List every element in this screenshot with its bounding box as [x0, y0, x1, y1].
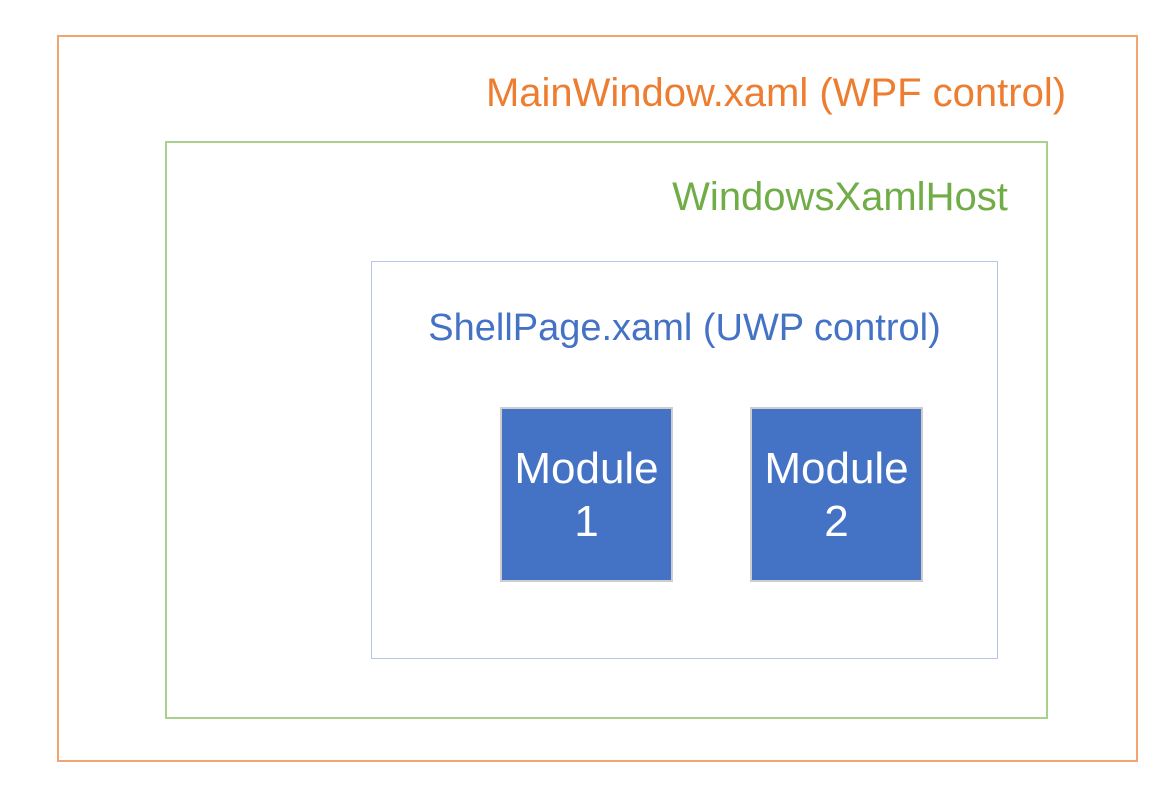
shellpage-uwp-box: ShellPage.xaml (UWP control) Module 1 Mo…	[371, 261, 998, 659]
mainwindow-wpf-box: MainWindow.xaml (WPF control) WindowsXam…	[57, 35, 1138, 762]
mainwindow-wpf-label: MainWindow.xaml (WPF control)	[485, 71, 1067, 115]
windowsxamlhost-box: WindowsXamlHost ShellPage.xaml (UWP cont…	[165, 141, 1048, 719]
module-2-number: 2	[824, 496, 849, 546]
module-1-box: Module 1	[500, 407, 673, 582]
module-1-label: Module	[514, 443, 659, 493]
module-1-number: 1	[574, 496, 599, 546]
shellpage-uwp-label: ShellPage.xaml (UWP control)	[428, 307, 941, 350]
windowsxamlhost-label: WindowsXamlHost	[672, 175, 1008, 219]
module-2-box: Module 2	[750, 407, 923, 582]
module-2-label: Module	[764, 443, 909, 493]
